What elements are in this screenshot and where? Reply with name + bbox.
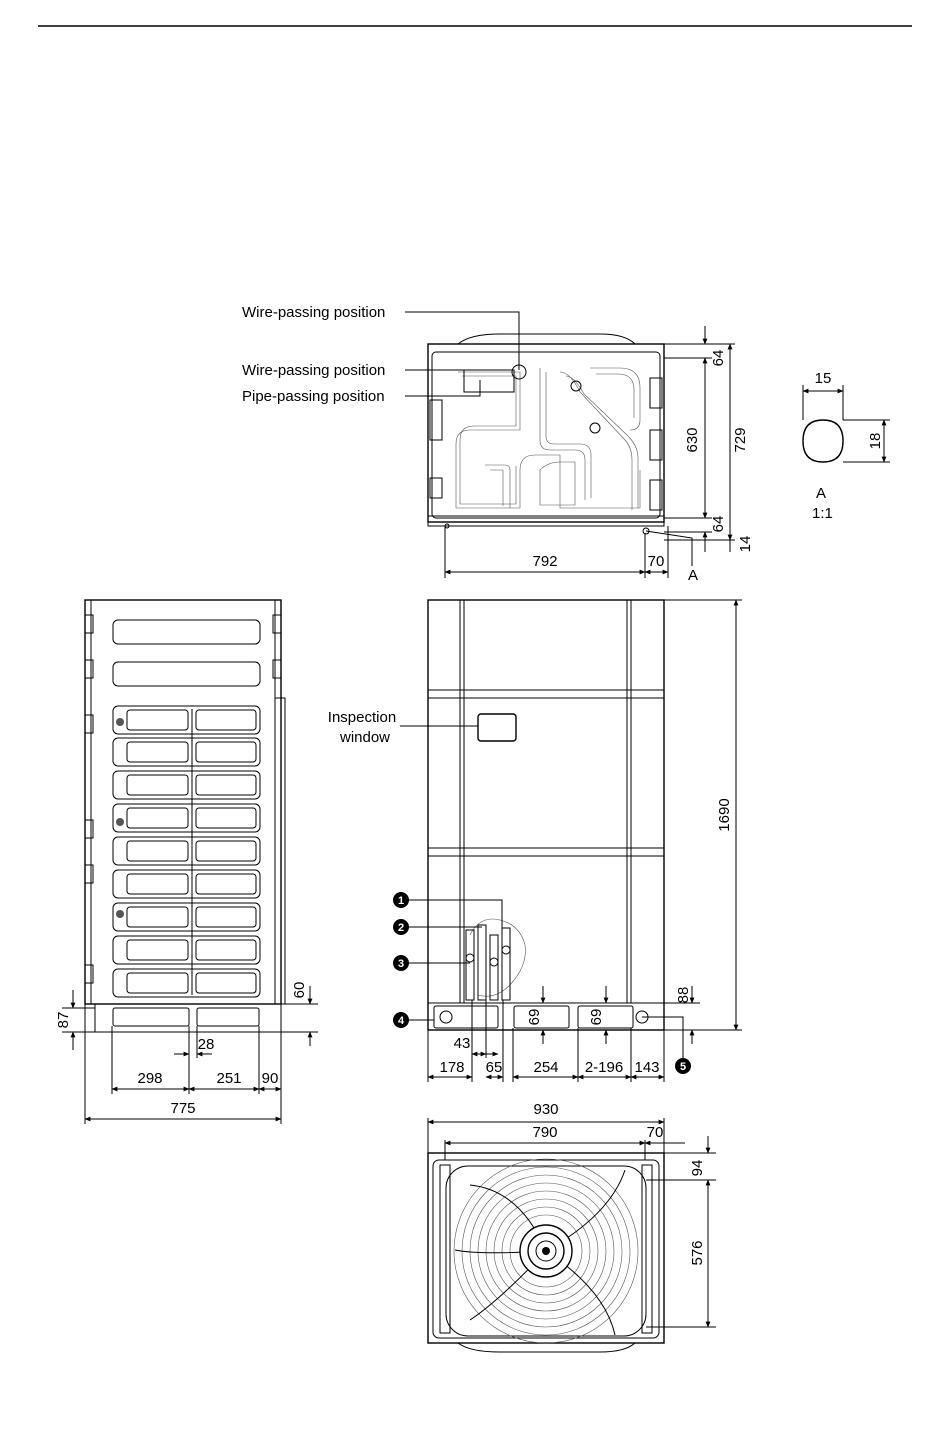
dim-front-total-height: 1690 xyxy=(716,798,733,831)
callout-5: 5 xyxy=(675,1058,691,1074)
dim-edge-offset: 14 xyxy=(737,536,754,553)
fan-view xyxy=(428,1118,716,1352)
dim-front-right-span: 143 xyxy=(634,1059,659,1076)
top-wire-opening-rect xyxy=(464,370,514,392)
svg-text:1: 1 xyxy=(398,895,404,907)
dim-fan-overall-width: 930 xyxy=(533,1101,558,1118)
dim-side-total-depth: 775 xyxy=(170,1100,195,1117)
detail-a xyxy=(803,385,890,462)
svg-text:2: 2 xyxy=(398,922,404,934)
svg-text:5: 5 xyxy=(680,1061,686,1073)
dim-front-base-offset: 88 xyxy=(675,987,692,1004)
dim-front-pipe-gap: 65 xyxy=(486,1059,503,1076)
dim-detail-height: 18 xyxy=(867,433,884,450)
section-marker-a: A xyxy=(688,567,698,584)
dim-top-offset: 64 xyxy=(710,350,727,367)
side-view xyxy=(62,600,318,1124)
dim-fan-height: 576 xyxy=(689,1240,706,1265)
label-inspection-window-line2: window xyxy=(339,729,390,746)
side-view-outline xyxy=(85,600,281,1004)
dim-front-slot-height-1: 69 xyxy=(526,1009,543,1026)
callout-3: 3 xyxy=(393,955,409,971)
dim-front-mid-span: 254 xyxy=(533,1059,558,1076)
callout-2: 2 xyxy=(393,919,409,935)
dim-side-base-height: 60 xyxy=(291,982,308,999)
label-inspection-window-line1: Inspection xyxy=(328,709,396,726)
dim-bottom-offset: 64 xyxy=(710,516,727,533)
front-view-outline xyxy=(428,600,664,1030)
dim-fan-side-offset: 70 xyxy=(647,1124,664,1141)
detail-a-slot xyxy=(803,420,843,462)
dim-front-pipe-offset: 43 xyxy=(454,1035,471,1052)
detail-a-scale: 1:1 xyxy=(812,505,833,522)
dim-front-slot-height-2: 69 xyxy=(588,1009,605,1026)
dim-front-slot-pitch: 2-196 xyxy=(585,1059,623,1076)
callout-4: 4 xyxy=(393,1012,409,1028)
dim-detail-width: 15 xyxy=(815,370,832,387)
callout-1: 1 xyxy=(393,892,409,908)
label-wire-passing-second: Wire-passing position xyxy=(242,362,385,379)
dim-inner-depth: 630 xyxy=(684,427,701,452)
svg-text:3: 3 xyxy=(398,958,404,970)
inspection-window xyxy=(478,714,516,741)
dim-side-mid-segment: 251 xyxy=(216,1070,241,1087)
dim-side-left-segment: 298 xyxy=(137,1070,162,1087)
dim-fan-inner-width: 790 xyxy=(532,1124,557,1141)
dim-side-slot-gap: 28 xyxy=(198,1036,215,1053)
dim-fan-top-offset: 94 xyxy=(689,1160,706,1177)
dim-front-left-span: 178 xyxy=(439,1059,464,1076)
dim-total-depth: 729 xyxy=(732,427,749,452)
dim-side-right-segment: 90 xyxy=(262,1070,279,1087)
label-pipe-passing: Pipe-passing position xyxy=(242,388,385,405)
svg-text:4: 4 xyxy=(398,1015,405,1027)
detail-a-letter: A xyxy=(816,485,826,502)
front-view xyxy=(400,600,742,1082)
dim-hole-span: 792 xyxy=(532,553,557,570)
label-wire-passing-top: Wire-passing position xyxy=(242,304,385,321)
dim-side-foot-height: 87 xyxy=(55,1012,72,1029)
dim-side-offset: 70 xyxy=(648,553,665,570)
